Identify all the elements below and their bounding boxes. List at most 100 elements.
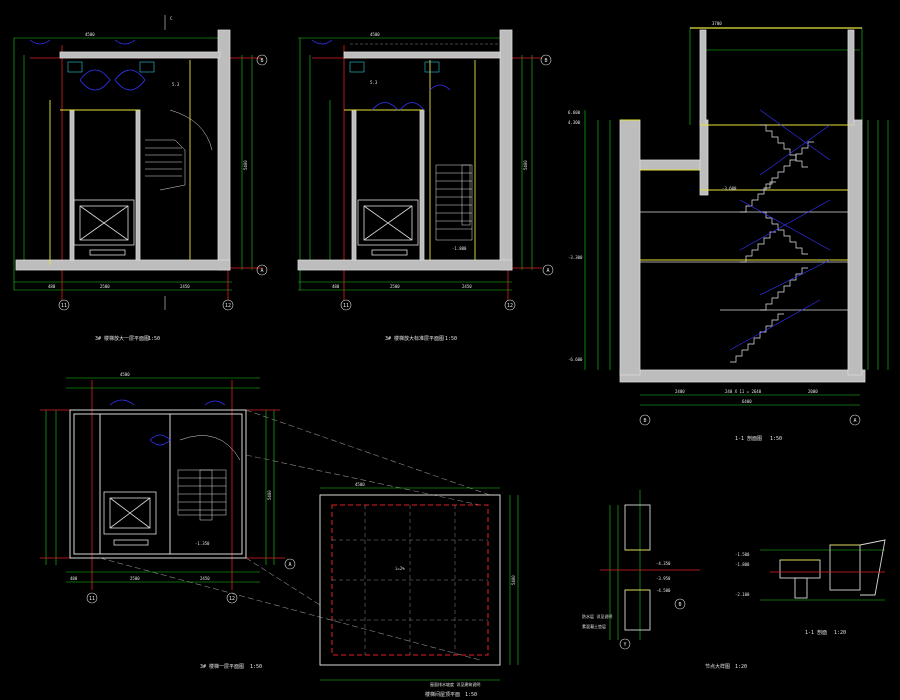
- section-axis-bubble-a-label: A: [853, 418, 856, 424]
- roof-scale: 1:50: [465, 692, 477, 698]
- plan2-axis-bubble-11: [340, 299, 352, 311]
- detail1-scale: 1:20: [735, 664, 747, 670]
- plan2-dimension-lines: [298, 37, 533, 291]
- axis-bubble-a-label: A: [260, 268, 263, 274]
- axis-bubble-a: [256, 264, 268, 276]
- detail1-elev-a: -4.350: [656, 561, 671, 566]
- plan1-walls: [15, 29, 231, 271]
- axis-bubble-b-label: B: [260, 58, 263, 64]
- axis-bubble-b: [256, 54, 268, 66]
- section-stair-flights: [730, 124, 814, 363]
- plan2-walls: [297, 29, 513, 271]
- projection-lines: [99, 409, 491, 661]
- detail1-note2: 素混凝土垫层: [582, 623, 606, 629]
- plan1-doors: [29, 39, 146, 91]
- section-dim-bottom-left: 2400: [675, 389, 685, 394]
- plan2-cyan: [349, 61, 440, 73]
- detail-1: B Y -4.350 -3.950 -4.500 防水层 详见说明 素混凝土垫层…: [582, 490, 747, 670]
- plan1-title: 3# 楼梯放大一层平面图: [95, 335, 149, 342]
- plan2-axis-bubble-b: [540, 54, 552, 66]
- section-scale: 1:50: [770, 436, 782, 442]
- plan3-stairs: [177, 435, 241, 521]
- detail2-title: 1-1 剖面: [805, 629, 827, 636]
- detail2-elev-c: -2.100: [735, 592, 750, 597]
- plan2-axis-bubble-12-label: 12: [507, 303, 513, 309]
- plan1-stairs: [145, 109, 213, 191]
- plan3-axis-bubble-11-label: 11: [89, 596, 95, 602]
- plan2-dim-right: 5400: [523, 160, 528, 170]
- section-view: B A 3700 2400 240 X 11 = 2640 2000 6400 …: [568, 21, 889, 442]
- plan3-dim-right: 5400: [267, 490, 272, 500]
- detail1-elev-c: -4.500: [656, 588, 671, 593]
- plan-1: C B A 11 12 4500 480 2500 2450 5400 5.3 …: [13, 15, 268, 342]
- detail2-accent: [780, 544, 860, 561]
- plan3-axis-bubble-a: [284, 558, 296, 570]
- plan2-title: 3# 楼梯放大标准层平面图: [385, 335, 444, 342]
- section-walls: [619, 29, 866, 383]
- detail1-lines: [609, 490, 641, 640]
- detail1-bubble-y-label: Y: [623, 642, 626, 648]
- section-dim-bottom-right: 2000: [808, 389, 818, 394]
- section-handrails: [729, 109, 831, 351]
- axis-bubble-11: [58, 299, 70, 311]
- plan3-doors: [109, 399, 226, 446]
- axis-bubble-11-label: 11: [61, 303, 67, 309]
- section-axis-bubble-b: [639, 414, 651, 426]
- roof-plan: i=2% 4500 5400 屋面排水坡度 详见建筑说明: [319, 482, 519, 687]
- section-yellow: [620, 119, 850, 261]
- plan3-elev: -1.350: [195, 541, 210, 546]
- plan1-yellow-lines: [49, 60, 191, 265]
- section-axis-bubble-a: [849, 414, 861, 426]
- plan1-dim-bottom-left: 480: [48, 284, 56, 289]
- section-dim-bottom-total: 6400: [742, 399, 752, 404]
- plan3-axis-bubble-a-label: A: [288, 562, 291, 568]
- plan3-dim-top: 4500: [120, 372, 130, 377]
- section-elev-2: 4.300: [568, 120, 581, 125]
- plan3-axis-bubble-12-label: 12: [229, 596, 235, 602]
- roof-note: 屋面排水坡度 详见建筑说明: [430, 681, 480, 687]
- plan3-walls: [69, 409, 247, 559]
- detail1-bubble-b: [674, 598, 686, 610]
- detail2-scale: 1:20: [834, 630, 846, 636]
- roof-dim-top: 4500: [355, 482, 365, 487]
- plan2-doors: [311, 39, 451, 111]
- plan2-stairs: [435, 164, 473, 241]
- section-elev-1: 6.600: [568, 110, 581, 115]
- plan2-scale: 1:50: [445, 336, 457, 342]
- section-title: 1-1 剖面图: [735, 435, 762, 442]
- plan1-elevator: [73, 199, 135, 256]
- plan1-dim-bottom-right: 2450: [180, 284, 190, 289]
- plan1-cyan: [67, 61, 155, 73]
- plan2-yellow-lines: [344, 60, 476, 260]
- section-axis-bubble-b-label: B: [643, 418, 646, 424]
- plan2-dim-top: 4500: [370, 32, 380, 37]
- plan2-dim-bottom-left: 480: [332, 284, 340, 289]
- plan2-axis-bubble-a: [542, 264, 554, 276]
- plan1-dim-bottom-mid: 2500: [100, 284, 110, 289]
- plan3-scale: 1:50: [250, 664, 262, 670]
- plan2-axis-bubble-12: [504, 299, 516, 311]
- plan2-axis-bubble-b-label: B: [544, 58, 547, 64]
- detail1-accent: [625, 549, 650, 591]
- roof-dim-right: 5400: [511, 575, 516, 585]
- plan2-axis-bubble-11-label: 11: [343, 303, 349, 309]
- plan3-dim-bottom-right: 2450: [200, 576, 210, 581]
- plan3-dim-bottom-left: 480: [70, 576, 78, 581]
- cut-mark-c: C: [170, 16, 173, 21]
- plan3-dimension-lines: [45, 377, 275, 583]
- section-elev-4: -6.600: [568, 357, 583, 362]
- plan3-axis-bubble-12: [226, 592, 238, 604]
- plan3-title: 3# 楼梯一层平面图: [200, 663, 244, 670]
- axis-bubble-12-label: 12: [225, 303, 231, 309]
- roof-title: 楼梯间屋顶平面: [425, 691, 460, 698]
- roof-grid: [332, 505, 488, 655]
- plan1-dim-right: 5400: [243, 160, 248, 170]
- plan-3: A 11 12 4500 480 2500 2450 5400 -1.350 3…: [40, 372, 296, 670]
- plan-2: B A 11 12 4500 480 2500 2450 5400 5.3 -1…: [297, 29, 554, 342]
- detail1-note1: 防水层 详见说明: [582, 613, 612, 619]
- detail1-bubble-y: [619, 638, 631, 650]
- detail2-elev-b: -1.800: [735, 562, 750, 567]
- section-elev-5: -3.600: [722, 186, 737, 191]
- detail1-title: 节点大样图: [705, 663, 730, 670]
